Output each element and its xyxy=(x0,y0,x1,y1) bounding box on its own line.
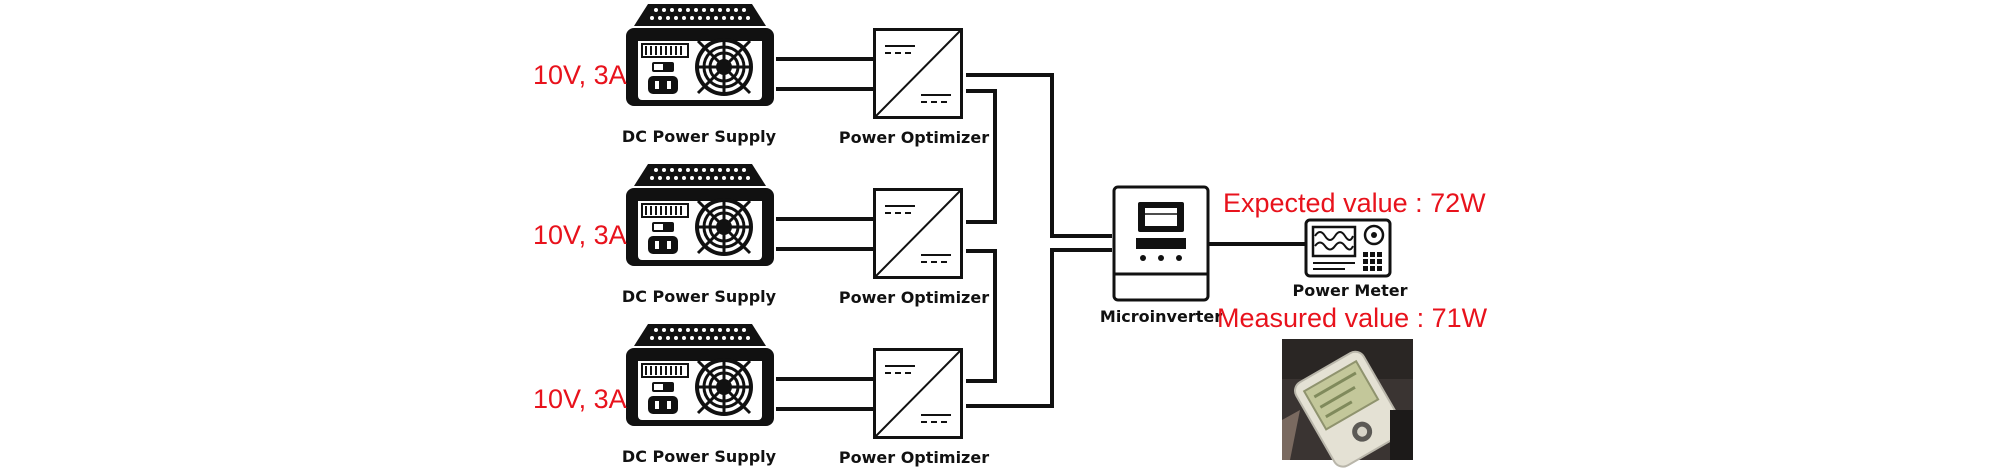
microinverter-caption: Microinverter xyxy=(1100,307,1222,326)
dc-dc-converter-icon xyxy=(873,28,963,119)
supply-caption: DC Power Supply xyxy=(622,287,777,306)
expected-value-label: Expected value : 72W xyxy=(1223,188,1486,218)
measured-value-label: Measured value : 71W xyxy=(1217,303,1488,333)
power-meter-caption: Power Meter xyxy=(1293,281,1408,300)
dc-power-supply-icon xyxy=(624,2,776,108)
supply-caption: DC Power Supply xyxy=(622,447,777,466)
wire-dc-bus-negative xyxy=(966,248,1112,408)
optimizer-group-3: Power Optimizer xyxy=(839,348,989,467)
wiring xyxy=(776,57,1308,411)
supply-group-2: 10V, 3A DC Power Supply xyxy=(533,162,777,306)
wire-series-link-bottom xyxy=(966,249,997,383)
optimizer-caption: Power Optimizer xyxy=(839,128,989,147)
dc-power-supply-icon xyxy=(624,322,776,428)
supply-input-label: 10V, 3A xyxy=(533,384,627,414)
dc-dc-converter-icon xyxy=(873,188,963,279)
optimizer-caption: Power Optimizer xyxy=(839,448,989,467)
optimizer-group-1: Power Optimizer xyxy=(839,28,989,147)
supply-group-1: 10V, 3A DC Power Supply xyxy=(533,2,777,146)
measurement-photo xyxy=(1282,339,1413,468)
dc-power-supply-icon xyxy=(624,162,776,268)
power-meter-icon xyxy=(1304,218,1392,278)
power-meter-group: Power Meter Expected value : 72W Measure… xyxy=(1217,188,1488,333)
supply-input-label: 10V, 3A xyxy=(533,220,627,250)
optimizer-group-2: Power Optimizer xyxy=(839,188,989,307)
optimizer-caption: Power Optimizer xyxy=(839,288,989,307)
microinverter-group: Microinverter xyxy=(1100,185,1222,326)
wire-dc-bus-positive xyxy=(966,73,1112,238)
supply-group-3: 10V, 3A DC Power Supply xyxy=(533,322,777,466)
microinverter-icon xyxy=(1112,185,1210,302)
wire-series-link-top xyxy=(966,89,997,224)
supply-input-label: 10V, 3A xyxy=(533,60,627,90)
supply-caption: DC Power Supply xyxy=(622,127,777,146)
dc-dc-converter-icon xyxy=(873,348,963,439)
